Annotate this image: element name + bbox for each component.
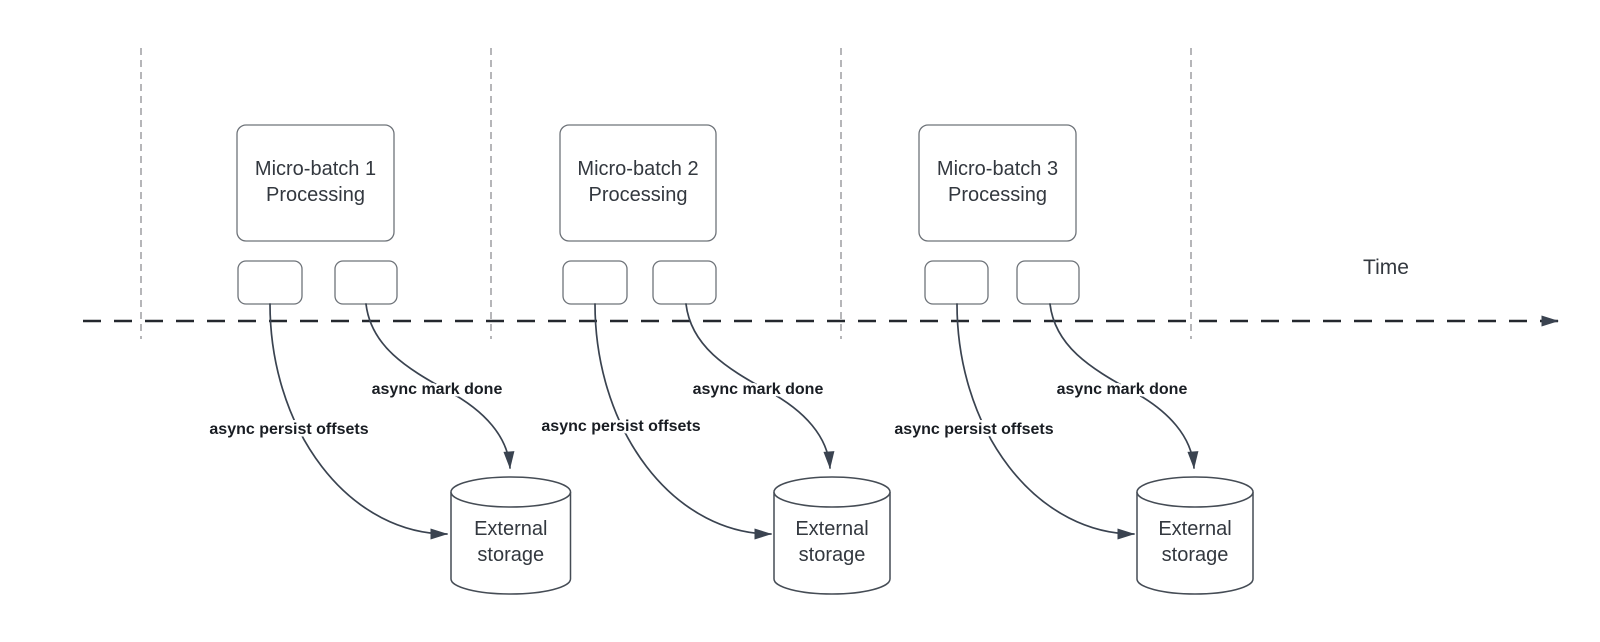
storage-label-line1: External xyxy=(474,518,547,540)
done-task-box xyxy=(1016,260,1080,305)
external-storage-cylinder: External storage xyxy=(1136,476,1254,595)
processing-box-title-line2: Processing xyxy=(589,184,688,206)
done-task-box xyxy=(652,260,717,305)
mark-done-arrow xyxy=(685,303,835,469)
mark-done-arrow xyxy=(1049,303,1199,469)
processing-box xyxy=(236,124,395,242)
persist-offsets-label: async persist offsets xyxy=(541,418,700,435)
persist-offsets-label: async persist offsets xyxy=(209,421,368,438)
processing-box xyxy=(559,124,717,242)
mark-done-label: async mark done xyxy=(1057,381,1188,398)
micro-batch-group-1: Micro-batch 1 Processing async persist o… xyxy=(207,124,572,595)
micro-batch-group-3: Micro-batch 3 Processing async persist o… xyxy=(892,124,1254,595)
storage-label-line2: storage xyxy=(799,544,866,566)
cylinder-top xyxy=(450,476,572,508)
processing-box-title-line1: Micro-batch 1 xyxy=(255,158,376,180)
processing-box-title-line2: Processing xyxy=(948,184,1047,206)
storage-label-line1: External xyxy=(795,518,868,540)
persist-offsets-arrow xyxy=(594,303,772,540)
done-task-box xyxy=(334,260,398,305)
persist-offsets-arrow xyxy=(956,303,1135,540)
processing-box xyxy=(918,124,1077,242)
processing-box-title-line1: Micro-batch 2 xyxy=(577,158,698,180)
mark-done-label: async mark done xyxy=(693,381,824,398)
offset-task-box xyxy=(562,260,628,305)
time-axis-label: Time xyxy=(1363,256,1409,279)
cylinder-top xyxy=(1136,476,1254,508)
external-storage-cylinder: External storage xyxy=(450,476,572,595)
micro-batch-group-2: Micro-batch 2 Processing async persist o… xyxy=(539,124,891,595)
processing-box-title-line1: Micro-batch 3 xyxy=(937,158,1058,180)
persist-offsets-arrow xyxy=(269,303,448,540)
offset-task-box xyxy=(237,260,303,305)
cylinder-body xyxy=(450,492,572,595)
offset-task-box xyxy=(924,260,989,305)
persist-offsets-label: async persist offsets xyxy=(894,421,1053,438)
mark-done-arrow xyxy=(365,303,515,469)
storage-label-line1: External xyxy=(1158,518,1231,540)
cylinder-body xyxy=(773,492,891,595)
cylinder-top xyxy=(773,476,891,508)
mark-done-label: async mark done xyxy=(372,381,503,398)
external-storage-cylinder: External storage xyxy=(773,476,891,595)
storage-label-line2: storage xyxy=(1162,544,1229,566)
storage-label-line2: storage xyxy=(477,544,544,566)
cylinder-body xyxy=(1136,492,1254,595)
processing-box-title-line2: Processing xyxy=(266,184,365,206)
